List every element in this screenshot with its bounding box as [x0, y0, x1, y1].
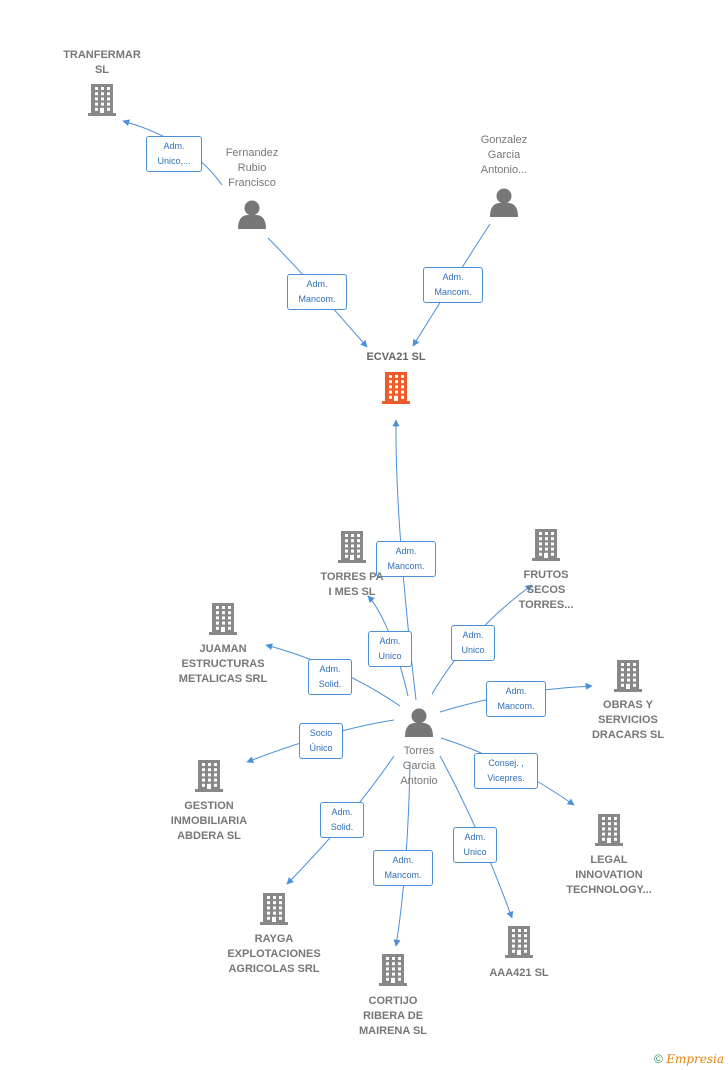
company-icon[interactable] — [532, 529, 560, 561]
company-icon[interactable] — [338, 531, 366, 563]
node-label-gestion[interactable]: GESTION INMOBILIARIA ABDERA SL — [170, 800, 248, 842]
edge-label-gonzalez-ecva21[interactable]: Adm. Mancom. — [423, 267, 483, 303]
person-icon[interactable] — [490, 188, 518, 218]
node-label-legal[interactable]: LEGAL INNOVATION TECHNOLOGY... — [566, 854, 652, 896]
edge-label-torres_garcia-obras[interactable]: Adm. Mancom. — [486, 681, 546, 717]
edge-label-torres_garcia-ecva21[interactable]: Adm. Mancom. — [376, 541, 436, 577]
company-icon[interactable] — [195, 760, 223, 792]
node-label-juaman[interactable]: JUAMAN ESTRUCTURAS METALICAS SRL — [178, 643, 268, 685]
node-label-fernandez[interactable]: Fernandez Rubio Francisco — [225, 147, 279, 189]
node-label-frutos[interactable]: FRUTOS SECOS TORRES... — [518, 569, 574, 611]
edge-label-fernandez-ecva21[interactable]: Adm. Mancom. — [287, 274, 347, 310]
brand-logo[interactable]: Empresia — [666, 1052, 724, 1066]
node-label-ecva21[interactable]: ECVA21 SL — [366, 351, 426, 363]
company-icon[interactable] — [88, 84, 116, 116]
node-label-aaa421[interactable]: AAA421 SL — [489, 967, 549, 979]
edge-label-torres_garcia-aaa421[interactable]: Adm. Unico — [453, 827, 497, 863]
edge-label-torres_garcia-gestion[interactable]: Socio Único — [299, 723, 343, 759]
node-label-torres_pa[interactable]: TORRES PA I MES SL — [320, 571, 384, 598]
person-icon[interactable] — [238, 200, 266, 230]
person-icon[interactable] — [405, 708, 433, 738]
edge-label-torres_garcia-legal[interactable]: Consej. , Vicepres. — [474, 753, 538, 789]
company-icon[interactable] — [379, 954, 407, 986]
main-company-icon[interactable] — [382, 372, 410, 404]
company-icon[interactable] — [209, 603, 237, 635]
company-icon[interactable] — [260, 893, 288, 925]
company-icon[interactable] — [595, 814, 623, 846]
copyright-symbol: © — [654, 1052, 663, 1066]
node-label-tranfermar[interactable]: TRANFERMAR SL — [63, 49, 141, 76]
node-label-gonzalez[interactable]: Gonzalez Garcia Antonio... — [480, 134, 528, 176]
node-label-rayga[interactable]: RAYGA EXPLOTACIONES AGRICOLAS SRL — [227, 933, 321, 975]
edge-label-torres_garcia-cortijo[interactable]: Adm. Mancom. — [373, 850, 433, 886]
company-icon[interactable] — [614, 660, 642, 692]
node-label-obras[interactable]: OBRAS Y SERVICIOS DRACARS SL — [591, 699, 665, 741]
company-icon[interactable] — [505, 926, 533, 958]
node-label-cortijo[interactable]: CORTIJO RIBERA DE MAIRENA SL — [358, 995, 428, 1037]
edge-label-torres_garcia-rayga[interactable]: Adm. Solid. — [320, 802, 364, 838]
edge-label-torres_garcia-torres_pa[interactable]: Adm. Unico — [368, 631, 412, 667]
footer: © Empresia — [654, 1052, 724, 1066]
edge-label-torres_garcia-juaman[interactable]: Adm. Solid. — [308, 659, 352, 695]
edge-label-torres_garcia-frutos[interactable]: Adm. Unico — [451, 625, 495, 661]
edge-label-fernandez-tranfermar[interactable]: Adm. Unico,... — [146, 136, 202, 172]
node-label-torres_garcia[interactable]: Torres Garcia Antonio — [400, 745, 438, 787]
